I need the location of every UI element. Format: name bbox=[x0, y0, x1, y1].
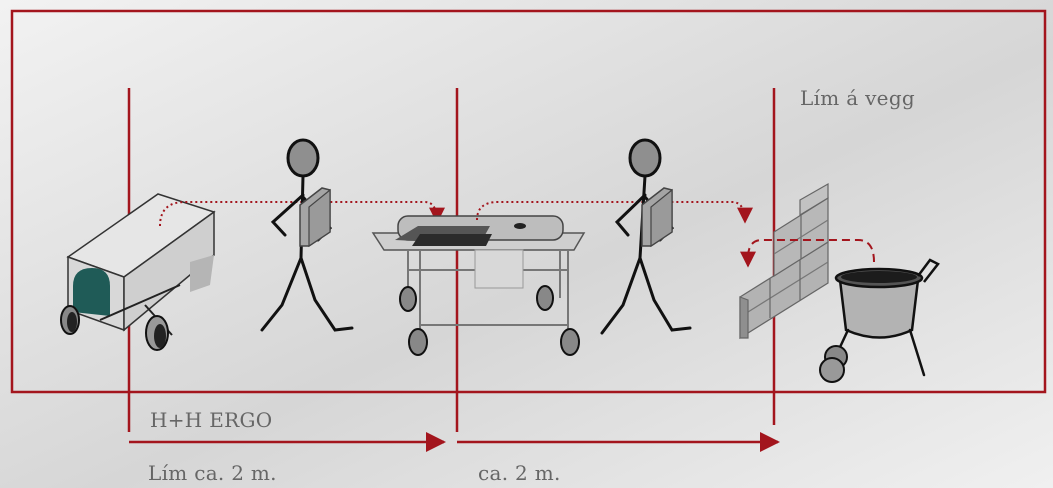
distance-2-label: ca. 2 m. bbox=[478, 461, 561, 485]
distance-1-label: Lím ca. 2 m. bbox=[148, 461, 277, 485]
ergo-label: H+H ERGO bbox=[150, 408, 272, 432]
wall-glue-label: Lím á vegg bbox=[800, 86, 915, 110]
